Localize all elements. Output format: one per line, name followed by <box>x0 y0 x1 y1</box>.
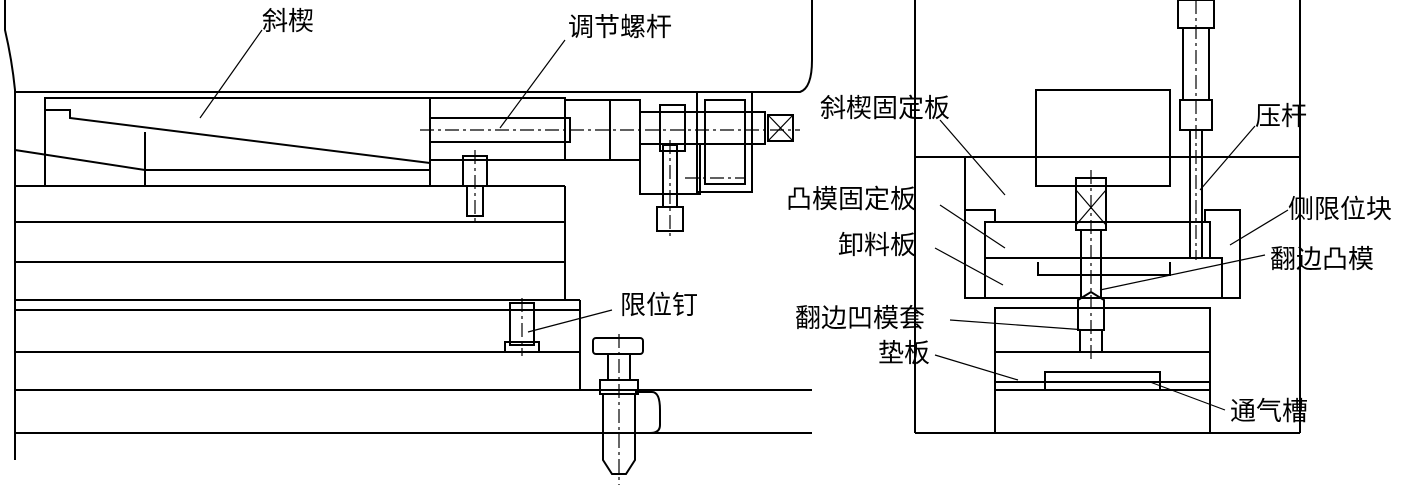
stripper-plate <box>984 257 1223 299</box>
left-limit-outline <box>964 210 985 299</box>
pin-body <box>602 394 636 475</box>
leader-side-limit-block <box>1229 209 1289 246</box>
flange-punch-recess <box>1037 262 1171 276</box>
pin-bushing <box>635 391 661 434</box>
right-section-view <box>914 0 1301 434</box>
label-flange-die-sleeve: 翻边凹模套 <box>795 304 926 334</box>
label-side-limit-block: 侧限位块 <box>1288 195 1393 225</box>
punch-fixing-plate <box>984 221 1211 259</box>
leader-punch-fixing-plate <box>939 204 1006 249</box>
screw-nut <box>659 104 686 152</box>
screw-vertical-nut <box>656 206 684 232</box>
flange-punch-tip <box>1077 290 1105 331</box>
upper-block <box>1035 89 1171 187</box>
left-break-line <box>4 0 16 460</box>
wedge-slot <box>44 97 431 187</box>
leader-stripper-plate <box>934 247 1004 286</box>
leader-flange-die-sleeve <box>949 319 1087 331</box>
label-flange-punch: 翻边凸模 <box>1270 245 1375 275</box>
leader-wedge-fixing-plate <box>939 119 1006 196</box>
label-stripper-plate: 卸料板 <box>838 231 917 261</box>
leader-adjust-screw <box>499 39 566 129</box>
leader-wedge <box>199 29 263 119</box>
wedge-body-line <box>14 149 430 171</box>
leader-backing-plate <box>934 354 1019 381</box>
leader-lines <box>199 29 1289 411</box>
label-adjust-screw: 调节螺杆 <box>568 13 673 43</box>
upper-die-body <box>15 0 813 93</box>
leader-press-rod <box>1199 125 1256 191</box>
screw-head-cross <box>767 114 794 142</box>
left-section-view <box>4 0 813 485</box>
label-backing-plate: 垫板 <box>878 339 931 369</box>
label-wedge-fixing-plate: 斜楔固定板 <box>820 94 951 124</box>
backing-plate <box>994 351 1211 383</box>
label-limit-nail: 限位钉 <box>620 291 699 321</box>
screw-head <box>767 114 794 142</box>
pin-top-cap <box>592 337 644 355</box>
leader-vent-groove <box>1149 381 1226 411</box>
label-vent-groove: 通气槽 <box>1230 397 1309 427</box>
screw-bracket-inner <box>704 99 746 185</box>
leader-limit-nail <box>527 309 613 333</box>
label-wedge: 斜楔 <box>262 7 315 37</box>
screw-rod <box>639 111 766 145</box>
leader-flange-punch <box>1099 254 1266 291</box>
screw-housing <box>429 97 566 161</box>
label-punch-fixing-plate: 凸模固定板 <box>786 185 917 215</box>
screw-bracket <box>696 91 753 193</box>
wedge-slope <box>45 109 431 164</box>
label-press-rod: 压杆 <box>1255 102 1308 132</box>
